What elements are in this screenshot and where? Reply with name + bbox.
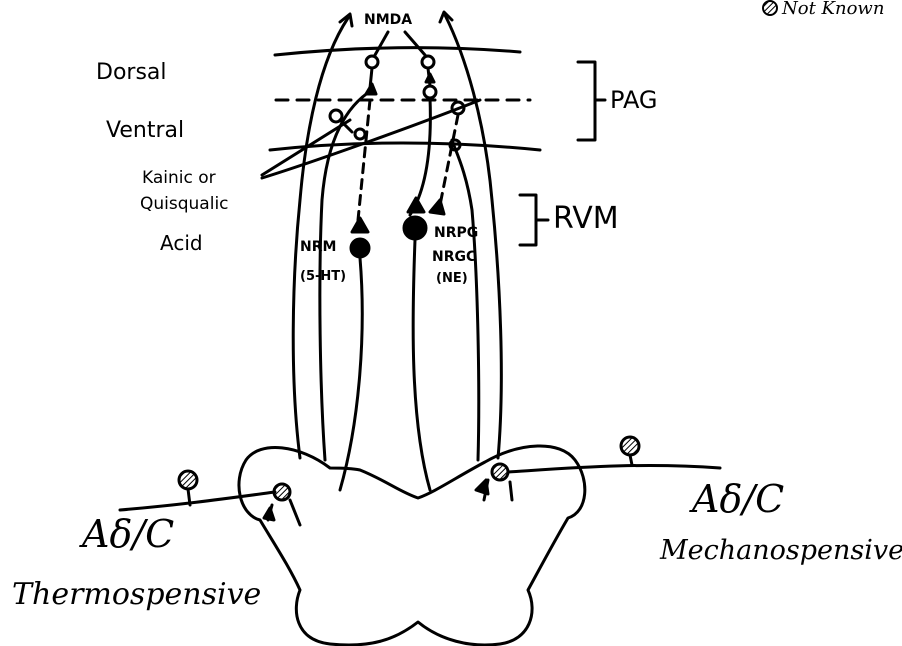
agent-label-line1: Kainic or bbox=[142, 170, 216, 187]
pag-connection-3 bbox=[410, 98, 430, 215]
right-fiber-type-label: Aδ/C bbox=[692, 480, 784, 518]
left-horn-terminal-icon bbox=[264, 508, 274, 520]
nrpg-nucleus-icon bbox=[404, 217, 426, 239]
agent-label-line2: Quisqualic bbox=[140, 196, 229, 213]
left-primary-afferent bbox=[120, 492, 275, 510]
dashed-projection-right bbox=[440, 115, 458, 205]
agent-label-line3: Acid bbox=[160, 233, 203, 253]
left-fiber-modality-label: Thermospensive bbox=[12, 580, 261, 610]
rvm-label: RVM bbox=[553, 204, 619, 234]
left-afferent-cell-body-icon bbox=[179, 471, 197, 489]
pag-label: PAG bbox=[610, 88, 658, 112]
dashed-terminal-right bbox=[430, 200, 444, 214]
right-primary-afferent bbox=[508, 465, 720, 472]
right-afferent-stalk bbox=[630, 455, 632, 465]
nrm-nucleus-icon bbox=[351, 239, 369, 257]
pag-neuron-ventral-b bbox=[355, 129, 365, 139]
pag-terminal-1 bbox=[366, 84, 376, 94]
nrpg-descending-axon bbox=[413, 240, 430, 490]
nrm-descending-axon bbox=[340, 258, 362, 490]
legend-not-known-label: Not Known bbox=[782, 0, 884, 18]
ne-label: (NE) bbox=[436, 272, 468, 285]
nrpg-terminal-icon bbox=[408, 198, 424, 212]
nrm-terminal-icon bbox=[352, 218, 368, 232]
pag-neuron-dorsal-left bbox=[366, 56, 378, 68]
right-inner-pathway bbox=[452, 140, 479, 460]
nrm-label: NRM bbox=[300, 240, 336, 254]
ventral-label: Ventral bbox=[106, 120, 184, 142]
nmda-arrow-left bbox=[375, 32, 388, 55]
nmda-label: NMDA bbox=[364, 13, 412, 27]
nrgc-label: NRGC bbox=[432, 250, 476, 264]
nrm-transmitter-label: (5-HT) bbox=[300, 270, 346, 283]
legend-not-known-icon bbox=[763, 1, 777, 15]
pag-neuron-dorsal-right bbox=[422, 56, 434, 68]
pag-upper-boundary bbox=[275, 48, 520, 55]
right-dorsal-horn-neuron-icon bbox=[492, 464, 508, 480]
right-fiber-modality-label: Mechanospensive bbox=[660, 537, 902, 564]
pag-terminal-2 bbox=[426, 74, 434, 82]
right-horn-terminal-icon bbox=[476, 480, 488, 494]
left-fiber-type-label: Aδ/C bbox=[82, 515, 174, 553]
left-afferent-stalk bbox=[188, 489, 190, 505]
dashed-projection-left bbox=[358, 100, 370, 220]
rvm-bracket bbox=[520, 195, 548, 245]
pag-neuron-mid-right bbox=[424, 86, 436, 98]
dorsal-label: Dorsal bbox=[96, 62, 167, 84]
spinal-cord-outline bbox=[239, 446, 585, 645]
nrpg-label: NRPG bbox=[434, 226, 478, 240]
injection-line-upper bbox=[262, 120, 350, 175]
nmda-arrow-right bbox=[405, 32, 425, 55]
pag-bracket bbox=[578, 62, 605, 140]
right-afferent-cell-body-icon bbox=[621, 437, 639, 455]
